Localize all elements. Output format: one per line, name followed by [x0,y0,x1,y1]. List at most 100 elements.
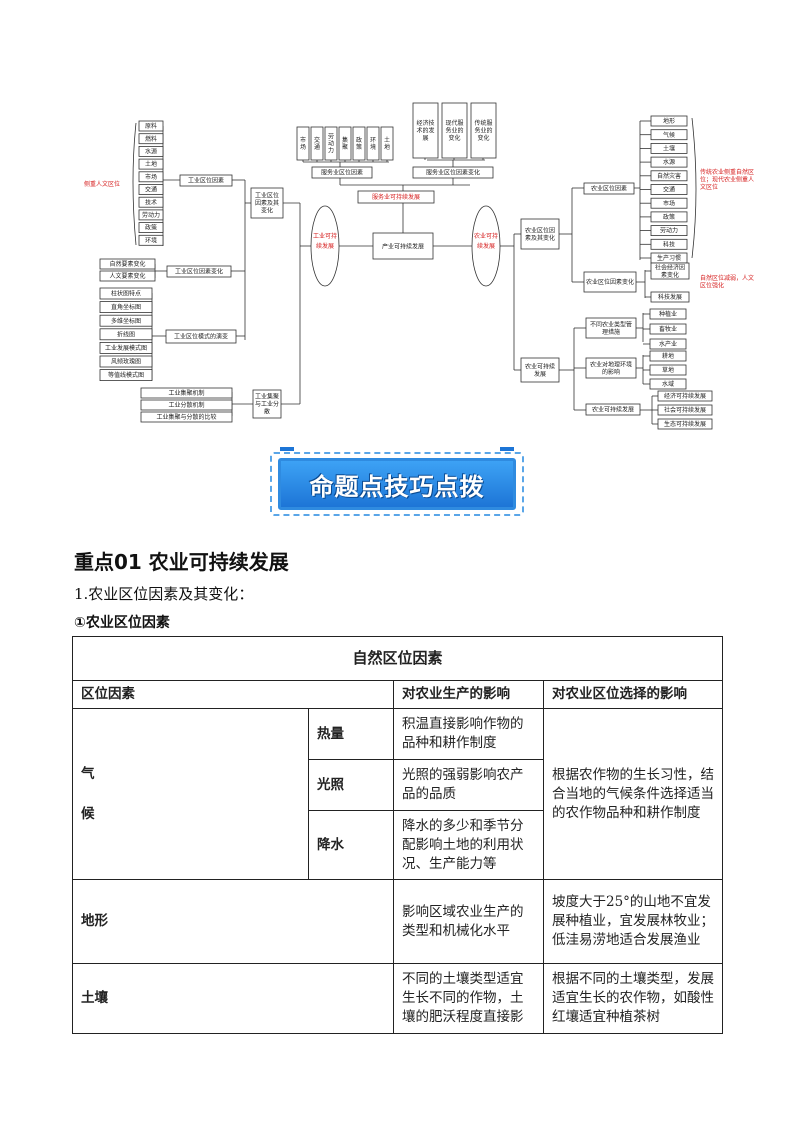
mm-agri-factor-item: 政策 [663,213,675,221]
climate-label-char: 气 [81,766,95,782]
mm-ind-pattern-item: 风频玫瑰图 [111,358,141,366]
mm-ind-factors: 工业区位 [255,192,279,200]
mm-service-factor: 场 [300,143,306,151]
mm-service-change: 经济技 [416,119,434,127]
climate-sub-factor: 光照 [308,759,394,811]
mm-service-factor: 策 [356,143,362,151]
mm-agri-env2: 农业对地理环境 [590,360,632,368]
mm-ind-factors: 因素及其 [255,199,279,207]
mm-service-factor: 聚 [342,144,348,151]
mm-ind-pattern: 工业区位模式的演变 [174,333,228,341]
climate-sub-factor: 降水 [308,810,394,880]
mm-service-factor: 集 [342,136,348,144]
mm-agri-factor-item: 科技 [663,240,675,248]
table-row: 降水 降水的多少和季节分配影响土地的利用状况、生产能力等 [73,810,723,880]
mm-ind-factor-item-box [138,158,164,170]
mm-left-hub: 工业可持 [313,232,337,240]
section-title: 重点01 农业可持续发展 [74,550,289,574]
mm-agri-factor-note: 传统农业侧重自然区 [700,168,754,176]
mm-ind-factor-item: 水源 [145,148,157,156]
mm-agri-change-note: 自然区位减弱，人文 [700,274,754,282]
mm-ind-pattern-item-box [99,369,153,382]
terrain-impact: 影响区域农业生产的类型和机械化水平 [393,879,544,964]
mm-service-factor: 市 [300,136,306,144]
mm-agri-sustain-item: 社会可持续发展 [664,406,706,414]
mm-ind-factor-item: 原料 [145,122,157,130]
mm-service-factor: 交 [314,136,320,144]
mind-map: 产业可持续发展工业可持续发展农业可持续发展服务业可持续发展服务业区位因素服务业区… [84,102,754,430]
mm-ind-agglom: 与工业分 [255,400,279,408]
mm-ind-factor-item-box [138,171,164,183]
mm-service-factor: 劳 [328,133,334,141]
terrain-choice: 坡度大于25°的山地不宜发展种植业，宜发展林牧业；低洼易涝地适合发展渔业 [542,879,724,964]
mm-agri-env-item2: 草地 [662,366,674,374]
banner-dashed-border [270,452,524,516]
mm-agri-factor-item: 自然灾害 [657,172,681,180]
mm-service-factor: 力 [328,147,334,155]
mm-ind-agglom-item-box [140,399,233,411]
mm-ind-loc-factors-box [179,174,233,187]
mm-ind-pattern-item-box [99,287,153,300]
mm-agri-env: 理措施 [602,328,620,336]
mm-ind-pattern-item: 等值线模式图 [108,371,144,379]
mm-agri-factor-note: 文区位 [700,183,718,191]
mm-ind-pattern-item: 直角坐标图 [111,303,141,311]
mm-agri-change-item: 素变化 [661,271,679,279]
mm-ind-factors: 变化 [261,207,273,215]
table-row: 光照 光照的强弱影响农产品的品质 [73,759,723,811]
table-row: 气 候 热量 积温直接影响作物的品种和耕作制度 根据农作物的生长习性，结合当地的… [72,708,724,880]
mm-service-branch: 服务业区位因素变化 [426,169,480,177]
table-caption: 自然区位因素 [71,636,724,681]
mm-ind-factor-item-box [138,133,164,145]
mm-service-change: 变化 [477,134,489,142]
banner-tab-decoration [280,447,294,451]
mm-service-title-box [357,190,435,204]
mm-ind-factor-item-box [138,209,164,221]
mm-ind-agglom-item-box [140,411,233,423]
mm-service-change-box [470,102,497,159]
header-production-impact: 对农业生产的影响 [393,680,544,709]
mm-ind-factor-item: 燃料 [145,135,157,143]
mm-ind-pattern-box [165,329,237,344]
mm-right-hub: 续发展 [477,242,495,250]
soil-impact: 不同的土壤类型适宜生长不同的作物，土壤的肥沃程度直接影 [393,963,544,1034]
table-row: 地形 影响区域农业生产的类型和机械化水平 坡度大于25°的山地不宜发展种植业，宜… [72,879,724,964]
mm-ind-factor-item-box [138,196,164,208]
mm-left-hub: 续发展 [316,242,334,250]
mm-agri-factor-item: 生产习惯 [657,254,681,262]
banner-text: 命题点技巧点拨 [309,472,485,501]
mm-ind-factor-note: 侧重人文区位 [84,180,120,188]
mm-ind-pattern-item: 多维坐标图 [111,317,141,325]
mm-agri-factor-item: 土壤 [663,145,675,153]
mm-agri-factor-item: 市场 [663,199,675,207]
mm-service-factor: 动 [328,141,334,148]
climate-sub-factor: 热量 [308,708,394,760]
mm-service-change: 务业的 [445,127,463,135]
mm-service-factor: 通 [314,143,320,151]
header-location-impact: 对农业区位选择的影响 [542,680,724,709]
mm-agri-factors: 农业区位因 [525,226,555,234]
mm-ind-change-item: 自然要素变化 [109,260,145,268]
mm-ind-factor-change-box [166,265,232,278]
mm-ind-factor-item: 环境 [145,236,157,244]
mm-agri-factor-change: 农业区位因素变化 [586,278,634,286]
mm-agri-loc-factors-box [583,182,635,195]
mm-agri-env-item: 水产业 [659,340,677,348]
mm-service-change-box [441,102,468,159]
mm-agri-sustain-item: 生态可持续发展 [664,420,706,428]
mm-agri-env-item2: 耕地 [662,352,674,360]
mm-ind-agglom: 工业集聚 [255,393,279,401]
mm-ind-pattern-item: 柱状图特点 [111,290,141,298]
mm-ind-pattern-item-box [99,314,153,327]
mm-agri-sustain-box [520,357,560,383]
mm-ind-loc-factors: 工业区位因素 [188,177,224,185]
mm-service-title: 服务业可持续发展 [372,193,420,201]
mm-agri-env: 不同农业类型管 [590,320,632,328]
mm-agri-change-item: 科技发展 [658,293,682,301]
mm-agri-env-item2: 水域 [662,380,674,388]
table-header-row: 区位因素 对农业生产的影响 对农业区位选择的影响 [72,680,724,709]
mm-agri-factor-item: 交通 [663,186,675,194]
mm-agri-factor-item: 劳动力 [660,227,678,235]
mm-service-change-box [412,102,439,159]
mm-center: 产业可持续发展 [382,242,424,250]
